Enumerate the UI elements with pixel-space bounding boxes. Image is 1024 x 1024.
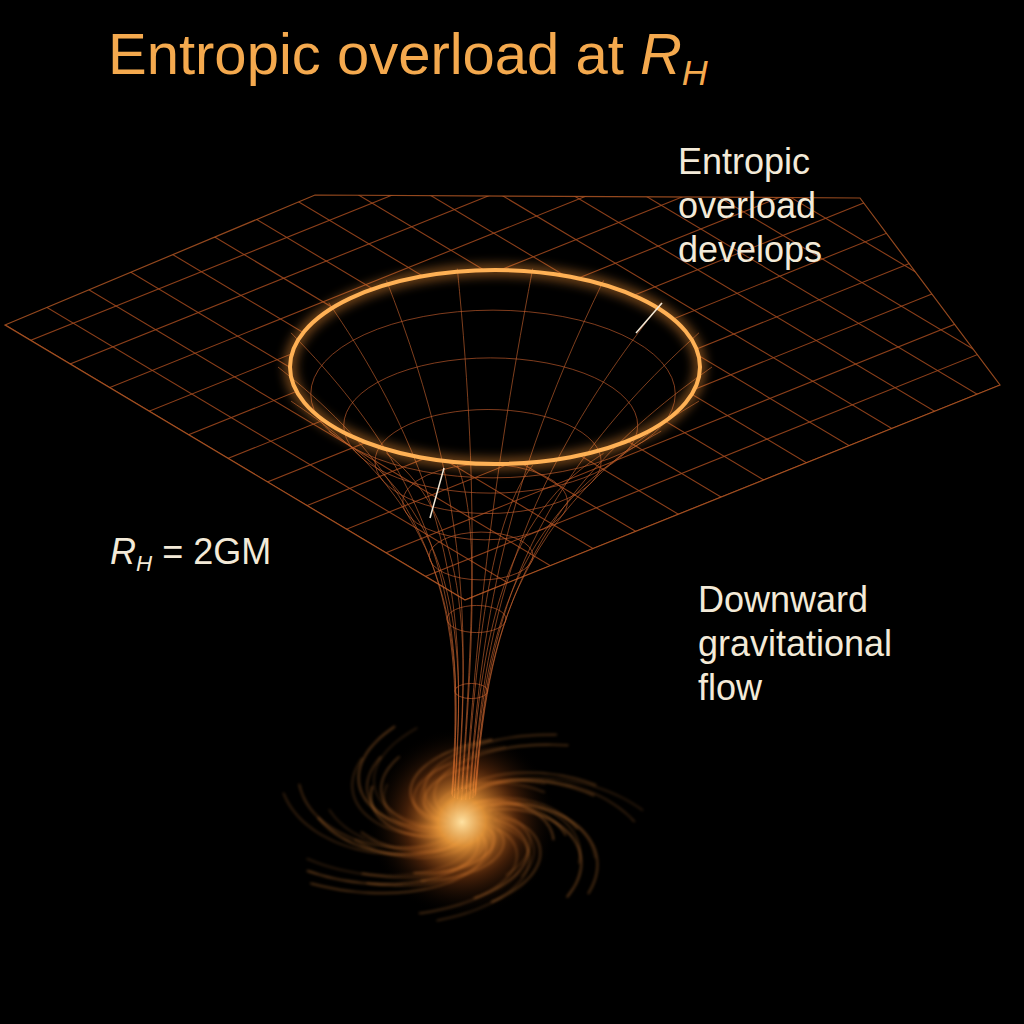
annotation: RH = 2GM xyxy=(110,530,410,586)
plane-edge xyxy=(5,195,1000,600)
grid-line xyxy=(0,0,1024,600)
grid-line xyxy=(0,0,1024,617)
gravitational-flow xyxy=(283,726,643,920)
subscript: H xyxy=(136,551,152,576)
text-run: Entropic overload at xyxy=(108,21,640,86)
grid-line xyxy=(0,0,936,668)
symbol: R xyxy=(110,531,136,572)
funnel-line xyxy=(291,333,456,793)
grid-line xyxy=(0,0,1024,523)
horizon-glow xyxy=(290,270,700,464)
grid-line xyxy=(0,0,1024,565)
funnel-line xyxy=(329,303,459,791)
grid-line xyxy=(0,0,1024,462)
grid-line xyxy=(0,0,935,216)
funnel-line xyxy=(466,269,533,789)
grid-line xyxy=(266,125,1024,759)
funnel-line xyxy=(278,367,455,795)
grid-line xyxy=(0,0,979,651)
funnel-wall xyxy=(278,269,712,800)
funnel-ring xyxy=(403,464,568,540)
grid-line xyxy=(0,0,1024,570)
funnel-mouth xyxy=(291,271,699,463)
funnel-line xyxy=(473,303,661,791)
grid-line xyxy=(0,0,1024,311)
grid-line xyxy=(0,0,1014,263)
grid-line xyxy=(108,31,1024,665)
funnel-ring xyxy=(344,358,638,493)
symbol: R xyxy=(640,21,682,86)
grid-line xyxy=(0,0,1024,499)
leader-line xyxy=(636,303,662,333)
core-glow xyxy=(367,727,557,917)
funnel-line xyxy=(387,281,464,790)
grid-line xyxy=(0,0,1024,476)
title: Entropic overload at RH xyxy=(108,18,708,109)
grid-line xyxy=(0,0,1024,594)
grid-line xyxy=(0,0,808,720)
grid-line xyxy=(0,0,1024,497)
grid-line xyxy=(147,54,1024,688)
grid-line xyxy=(0,0,1024,547)
spacetime-grid xyxy=(0,0,1024,857)
grid-line xyxy=(0,0,1021,634)
text-run: Downward gravitational flow xyxy=(698,579,892,708)
annotation: Entropic overload develops xyxy=(678,140,878,272)
funnel-line xyxy=(476,367,712,795)
text-run: Entropic overload develops xyxy=(678,141,822,270)
grid-line xyxy=(0,0,974,240)
grid-line xyxy=(0,0,722,754)
grid-line xyxy=(0,0,1024,287)
annotation: Downward gravitational flow xyxy=(698,578,948,710)
text-run: = 2GM xyxy=(152,531,271,572)
funnel-line xyxy=(457,269,472,789)
funnel-line xyxy=(475,333,699,793)
grid-line xyxy=(0,0,1024,548)
horizon-ring xyxy=(290,270,700,464)
leader-line xyxy=(430,468,444,518)
grid-line xyxy=(29,0,1024,617)
grid-line xyxy=(68,7,1024,641)
grid-line xyxy=(0,0,509,840)
grid-line xyxy=(0,0,765,737)
subscript: H xyxy=(682,52,708,93)
